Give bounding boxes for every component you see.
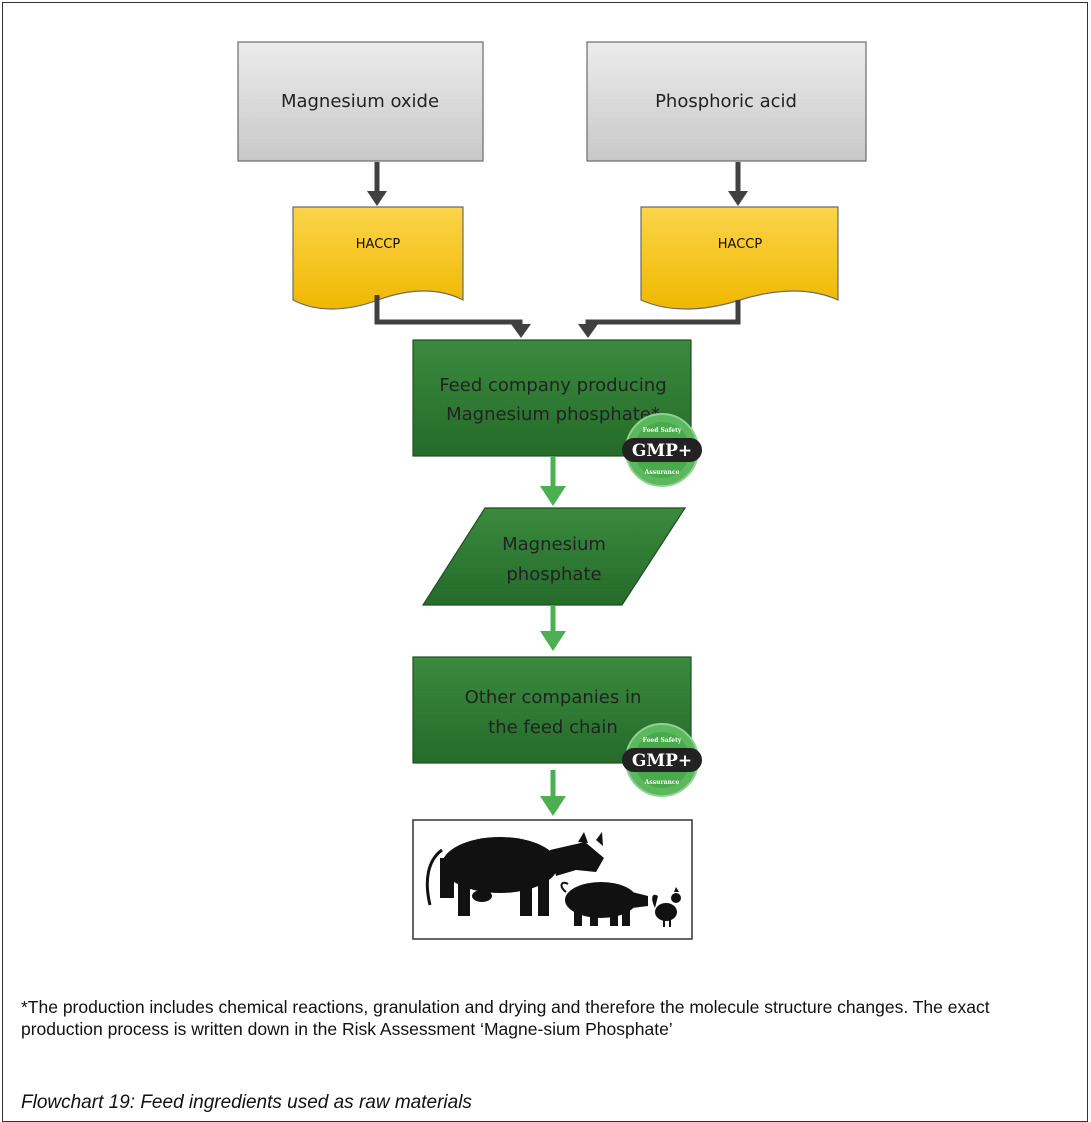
connector-haccp-right-to-producer — [578, 300, 741, 338]
gmp-plus-badge: GMP+ Feed Safety Assurance — [622, 413, 702, 487]
flowchart: Magnesium oxide Phosphoric acid HACCP HA… — [237, 41, 867, 651]
figure-caption: Flowchart 19: Feed ingredients used as r… — [21, 1092, 472, 1113]
haccp-document-left: HACCP — [292, 206, 464, 310]
input-box-phosphoric-acid: Phosphoric acid — [586, 41, 867, 162]
input-label-left: Magnesium oxide — [281, 91, 439, 112]
arrow-to-product — [540, 456, 566, 506]
data-shape-magnesium-phosphate: Magnesium phosphate — [421, 507, 687, 606]
producer-label-line2: Magnesium phosphate* — [446, 404, 660, 425]
producer-label-line1: Feed company producing — [439, 375, 666, 396]
footnote: *The production includes chemical reacti… — [21, 997, 990, 1039]
gmp-badge-label: GMP+ — [632, 441, 692, 461]
product-label-line1: Magnesium — [502, 534, 606, 555]
input-label-right: Phosphoric acid — [655, 91, 797, 112]
product-label-line2: phosphate — [506, 564, 601, 585]
haccp-label-right: HACCP — [718, 237, 763, 252]
haccp-document-right: HACCP — [640, 206, 839, 310]
input-box-magnesium-oxide: Magnesium oxide — [237, 41, 484, 162]
arrow-to-other-companies — [540, 605, 566, 651]
process-box-feed-company: Feed company producing Magnesium phospha… — [412, 339, 692, 457]
haccp-label-left: HACCP — [356, 237, 401, 252]
flowchart-lower — [0, 0, 1091, 720]
gmp-badge-top-text: Feed Safety — [643, 427, 682, 434]
connector-haccp-left-to-producer — [374, 295, 531, 338]
arrow-to-haccp-left — [367, 162, 387, 206]
arrow-to-haccp-right — [728, 162, 748, 206]
gmp-badge-bottom-text: Assurance — [644, 469, 680, 476]
